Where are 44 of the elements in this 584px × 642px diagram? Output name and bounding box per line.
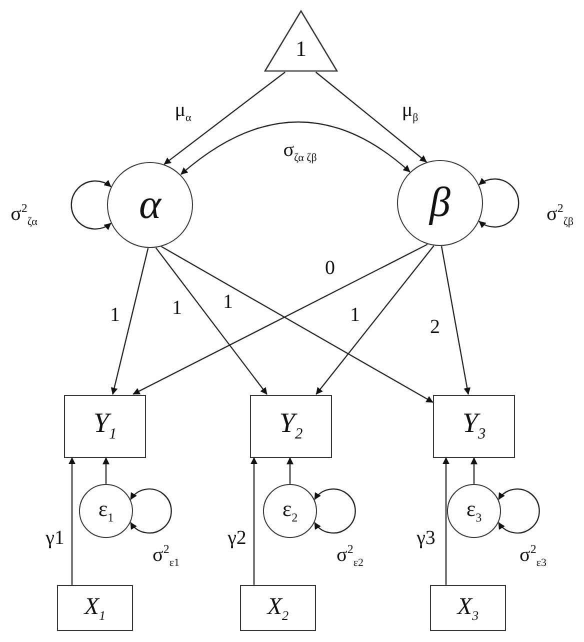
arrow: [102, 457, 110, 484]
edge-label: γ1: [46, 528, 64, 548]
observed-box: X$_{3}$: [430, 585, 506, 631]
arrow: [442, 457, 450, 585]
arrow: [164, 72, 286, 165]
observed-box: X$_{2}$: [240, 585, 316, 631]
loop-arrow: [130, 488, 172, 534]
arrow: [132, 244, 428, 395]
edge-label: γ2: [228, 528, 246, 548]
arrow: [440, 246, 471, 395]
edge-label: 1: [223, 292, 233, 312]
arrow: [68, 457, 76, 585]
edge-label: 1: [350, 305, 360, 325]
loop-arrow: [314, 488, 356, 534]
edge-label: σ$_{ζα ζβ}$: [283, 140, 317, 164]
edge-label: μ$_{α}$: [174, 100, 192, 124]
edge-label: 1: [172, 298, 182, 318]
edge-label: γ3: [416, 528, 436, 548]
edge-label: 1: [110, 305, 120, 325]
latent-circle: ε$_{2}$: [263, 484, 317, 538]
arrow: [315, 72, 427, 163]
arrow: [286, 457, 294, 484]
loop-arrow: [478, 178, 520, 228]
latent-circle: ε$_{3}$: [447, 484, 501, 538]
arrow: [155, 247, 268, 395]
observed-box: Y$_{2}$: [250, 394, 332, 458]
arrow: [250, 457, 258, 585]
arrow: [161, 246, 434, 403]
constant-triangle: 1: [264, 10, 338, 72]
arrow: [110, 248, 149, 395]
edge-label: 2: [430, 317, 440, 337]
latent-circle: ε$_{1}$: [79, 484, 133, 538]
observed-box: X$_{1}$: [57, 585, 133, 631]
loop-arrow: [498, 488, 540, 534]
arrow: [470, 457, 478, 484]
observed-box: Y$_{1}$: [64, 394, 146, 458]
arrow: [316, 245, 434, 395]
observed-box: Y$_{3}$: [433, 394, 515, 458]
loop-arrow: [70, 180, 112, 230]
edge-label: 0: [325, 258, 335, 278]
latent-circle: β: [397, 160, 483, 246]
double-arrow: [180, 121, 410, 175]
latent-circle: α: [107, 162, 193, 248]
edge-label: μ$_{β}$: [402, 100, 418, 124]
